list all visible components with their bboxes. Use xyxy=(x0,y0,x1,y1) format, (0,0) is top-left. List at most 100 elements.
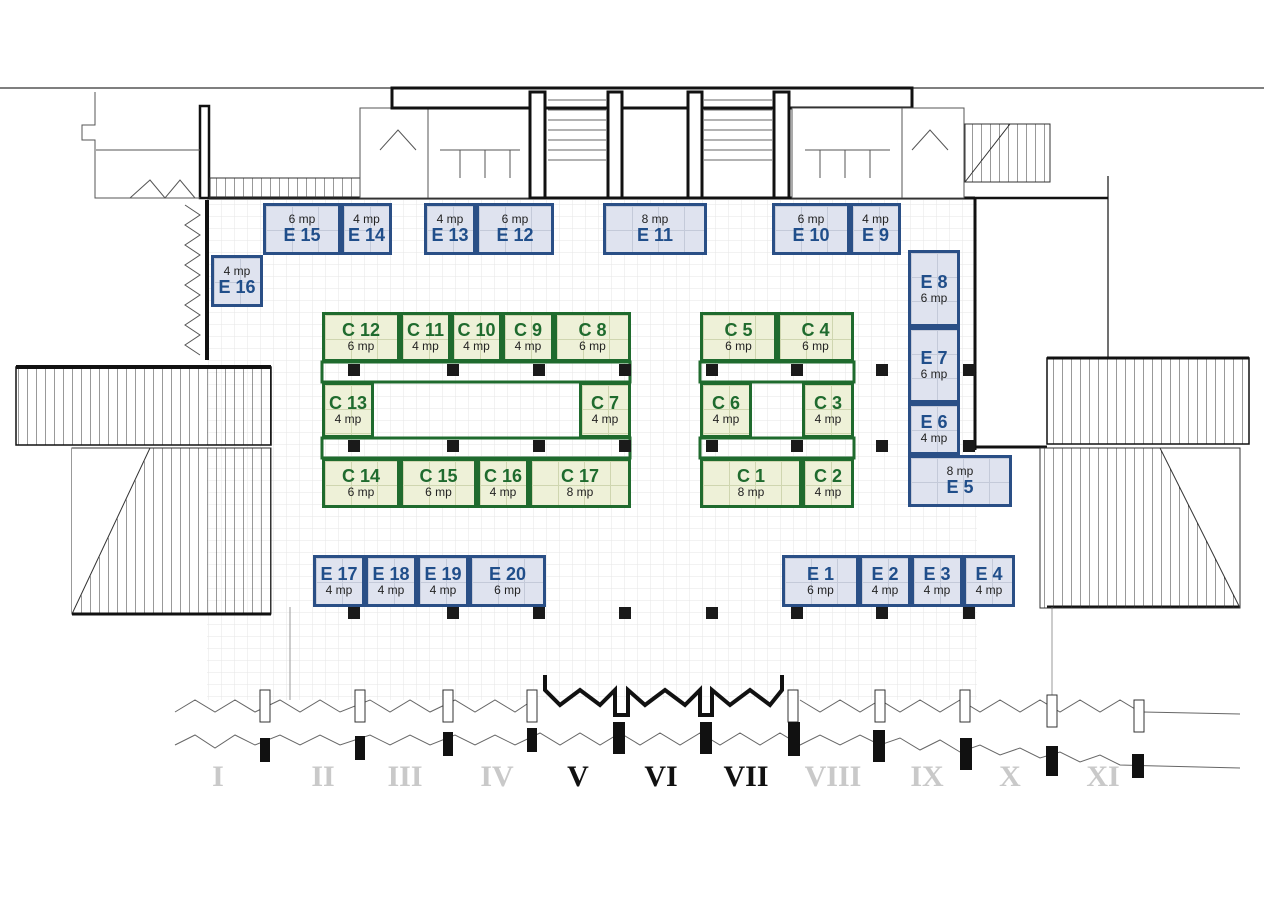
booth-size: 6 mp xyxy=(494,583,521,598)
booth-label: E 17 xyxy=(320,564,358,585)
booth-label: E 11 xyxy=(636,224,674,245)
booth-label: E 10 xyxy=(792,224,830,245)
booth-label: E 6 xyxy=(920,412,948,433)
bay-numeral-i: I xyxy=(212,760,224,793)
booth-label: E 3 xyxy=(923,564,951,585)
booth-label: C 7 xyxy=(590,393,619,414)
booth-label: E 8 xyxy=(920,271,948,292)
booth-size: 4 mp xyxy=(712,412,740,427)
booth-label: E 16 xyxy=(218,276,256,297)
booth-size: 6 mp xyxy=(920,367,948,382)
booth-size: 4 mp xyxy=(862,212,889,227)
booth-label: C 5 xyxy=(724,320,753,341)
booth-size: 6 mp xyxy=(288,212,316,227)
booth-size: 4 mp xyxy=(920,431,948,446)
bay-numeral-xi: XI xyxy=(1086,760,1120,793)
booth-size: 6 mp xyxy=(725,339,752,354)
booth-label: C 15 xyxy=(419,466,458,487)
booth-size: 4 mp xyxy=(463,339,490,354)
booth-label: E 4 xyxy=(975,564,1003,585)
booth-size: 6 mp xyxy=(501,212,529,227)
booth-label: E 5 xyxy=(946,476,974,497)
booth-label: C 16 xyxy=(483,466,523,487)
bay-numeral-ii: II xyxy=(311,760,335,793)
booth-label: E 15 xyxy=(283,224,321,245)
booth-label: C 12 xyxy=(341,320,381,341)
booth-size: 8 mp xyxy=(566,485,594,500)
booth-label: C 3 xyxy=(813,393,842,414)
booth-size: 4 mp xyxy=(923,583,951,598)
booth-size: 8 mp xyxy=(737,485,765,500)
bay-numeral-ix: IX xyxy=(910,760,944,793)
bay-numeral-iii: III xyxy=(387,760,423,793)
booth-label: E 9 xyxy=(861,224,890,245)
booth-size: 4 mp xyxy=(975,583,1003,598)
booth-label: E 20 xyxy=(488,564,527,585)
booth-size: 6 mp xyxy=(347,485,375,500)
booth-size: 4 mp xyxy=(514,339,542,354)
booth-size: 6 mp xyxy=(807,583,834,598)
booth-label: C 13 xyxy=(328,393,368,414)
booth-size: 8 mp xyxy=(641,212,669,227)
bay-numeral-v: V xyxy=(567,760,589,793)
booth-size: 4 mp xyxy=(436,212,464,227)
booth-label: C 10 xyxy=(457,320,496,341)
booth-label: C 1 xyxy=(736,466,765,487)
booth-size: 4 mp xyxy=(591,412,619,427)
booth-label: E 13 xyxy=(431,224,469,245)
bay-numeral-vii: VII xyxy=(723,760,769,793)
booth-size: 4 mp xyxy=(489,485,517,500)
booth-size: 4 mp xyxy=(223,264,251,279)
booth-size: 4 mp xyxy=(429,583,457,598)
booth-label: E 12 xyxy=(496,224,534,245)
booth-size: 6 mp xyxy=(797,212,825,227)
booth-size: 4 mp xyxy=(325,583,353,598)
booth-size: 4 mp xyxy=(814,485,842,500)
booth-size: 4 mp xyxy=(377,583,405,598)
booth-size: 4 mp xyxy=(412,339,439,354)
booth-label: C 14 xyxy=(341,466,381,487)
booth-size: 4 mp xyxy=(334,412,362,427)
booth-label: C 9 xyxy=(513,320,542,341)
booth-label: C 4 xyxy=(801,320,830,341)
